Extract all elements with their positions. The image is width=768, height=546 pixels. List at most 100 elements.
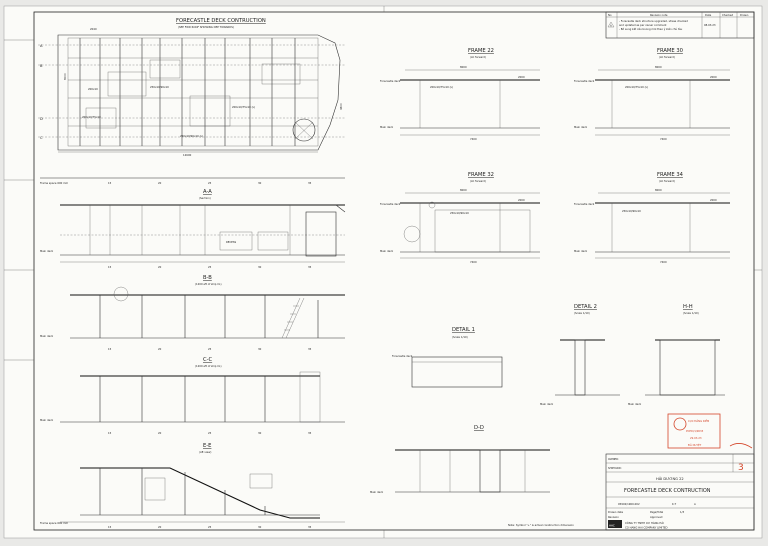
section-h-h: H-H (Scale 1/10) Main deck [628,304,725,406]
svg-text:29.03.23: 29.03.23 [690,436,702,440]
svg-text:25: 25 [208,265,212,269]
section-c-c-sub: (1200 aft of ship CL) [195,364,222,368]
rev-header-no: No [608,13,612,17]
svg-text:35: 35 [308,181,312,185]
svg-text:250x10/90x10: 250x10/90x10 [622,209,641,213]
section-c-c-title: C-C [203,357,212,363]
sheet-number: 3 [738,463,744,473]
svg-text:250x10/90x10 (L): 250x10/90x10 (L) [180,134,203,138]
svg-text:(Scale 1/10): (Scale 1/10) [574,311,590,315]
section-a-a: A-A (Section) RECESS Main deck 15 20 25 … [40,189,346,269]
svg-text:2000: 2000 [518,198,525,202]
svg-text:35: 35 [308,431,312,435]
rev-row-mark: A [610,24,612,28]
svg-text:SHIPYARD:: SHIPYARD: [608,466,622,470]
svg-text:K.T: K.T [672,502,677,506]
svg-text:25: 25 [208,181,212,185]
section-a-a-deck: Main deck [40,249,54,253]
rev-header-checked: Checked [722,13,733,17]
dim-right: 4600 [339,103,343,110]
svg-text:8000: 8000 [460,188,467,192]
svg-text:15: 15 [108,347,112,351]
svg-text:(LK forward): (LK forward) [470,179,486,183]
frame-30-section: FRAME 30 (LK forward) 8000 2000 Forecast… [574,48,730,141]
svg-text:(Scale 1/10): (Scale 1/10) [452,335,468,339]
svg-text:Page/Total: Page/Total [650,510,663,514]
frame-32-section: FRAME 32 (LK forward) 8000 2000 Forecast… [380,172,540,264]
section-e-e-frame-label: Frame space 600 mm [40,521,69,525]
svg-text:200x10/75x10 (L): 200x10/75x10 (L) [430,85,453,89]
rev-note-line-1: - Forecastle deck structure upgraded, st… [619,19,688,23]
svg-text:35: 35 [308,347,312,351]
drawing-title: FORECASTLE DECK CONTRUCTION [624,488,711,494]
detail-2: DETAIL 2 (Scale 1/10) Main deck [540,304,620,406]
svg-text:ĐÃ DUYỆT: ĐÃ DUYỆT [688,442,702,447]
svg-text:CO HANG HAI COMPANY LIMITED: CO HANG HAI COMPANY LIMITED [625,526,668,530]
svg-text:15: 15 [108,181,112,185]
row-marker-d: D [40,117,43,121]
svg-text:20: 20 [158,525,162,529]
svg-text:CỤC ĐĂNG KIỂM: CỤC ĐĂNG KIỂM [688,418,709,423]
title-block: OWNER: SHIPYARD: 3 HẢI DƯƠNG 22 FORECAST… [605,453,755,531]
section-c-c-deck: Main deck [40,418,54,422]
svg-text:Forecastle deck: Forecastle deck [380,79,401,83]
svg-text:30: 30 [258,347,262,351]
svg-text:15: 15 [108,265,112,269]
plan-frame-scale: 15 20 25 30 35 [108,181,312,185]
svg-text:20: 20 [158,181,162,185]
rev-row-date: 08.03.23 [704,23,716,27]
frame-space-label: Frame space 600 mm [40,181,69,185]
svg-text:(Scale 1/10): (Scale 1/10) [683,311,699,315]
svg-text:7400: 7400 [660,137,667,141]
svg-text:Forecastle deck: Forecastle deck [574,79,595,83]
row-marker-b: B [40,64,43,68]
section-b-b: B-B (1200 aft of ship CL) Main deck 15 2… [40,275,345,351]
svg-text:200x10/75x10: 200x10/75x10 [82,115,101,119]
svg-text:Forecastle deck: Forecastle deck [574,202,595,206]
svg-text:Revision: Revision [608,515,619,519]
svg-text:FRAME 30: FRAME 30 [657,48,683,54]
section-b-b-sub: (1200 aft of ship CL) [195,282,222,286]
svg-text:FRAME 34: FRAME 34 [657,172,684,178]
rev-header-date: Date [705,13,712,17]
dim-left: 8000 [63,73,67,80]
svg-text:DETAIL 2: DETAIL 2 [574,304,597,310]
svg-text:D-D: D-D [474,425,484,431]
row-marker-c: C [40,136,43,140]
svg-text:2000: 2000 [710,198,717,202]
section-d-d: D-D Main deck [370,425,550,494]
svg-text:25: 25 [208,525,212,529]
svg-text:25: 25 [208,347,212,351]
section-b-b-deck: Main deck [40,334,54,338]
svg-text:Forecastle deck: Forecastle deck [380,202,401,206]
svg-text:Main deck: Main deck [380,249,394,253]
svg-text:200x10/75x10 (L): 200x10/75x10 (L) [232,105,255,109]
svg-text:25: 25 [208,431,212,435]
svg-text:2000: 2000 [710,75,717,79]
frame-34-section: FRAME 34 (LK forward) 8000 2000 Forecast… [574,172,730,264]
svg-text:250x10/90x10: 250x10/90x10 [150,85,169,89]
section-e-e: E-E (Aft view) 15 20 25 30 35 Frame spac… [40,443,345,529]
drawing-border [33,11,755,531]
svg-text:35: 35 [308,525,312,529]
svg-text:RECESS: RECESS [226,240,237,244]
svg-text:FRAME 22: FRAME 22 [468,48,494,54]
svg-text:30: 30 [258,265,262,269]
section-c-c: C-C (1200 aft of ship CL) Main deck 15 2… [40,357,345,435]
revision-triangle-icon [607,21,615,28]
main-plan-subtitle: (SEE FWD ROOF SHOWING DEP TOWARDS) [178,25,234,29]
svg-text:30: 30 [258,431,262,435]
drawing-number: 05902/1960-002 [618,502,640,506]
svg-text:7400: 7400 [660,260,667,264]
company-logo [608,520,622,528]
svg-text:8000: 8000 [655,188,662,192]
revision-block: No Revision note Date Checked Drawn A - … [605,11,755,39]
dim-top: 2040 [90,27,97,31]
svg-text:7400: 7400 [470,260,477,264]
svg-text:PCHD/1/9033: PCHD/1/9033 [686,429,704,433]
section-e-e-sub: (Aft view) [199,450,211,454]
frame-22-section: FRAME 22 (LK forward) 8000 2000 Forecast… [380,48,540,141]
svg-text:Main deck: Main deck [574,249,588,253]
